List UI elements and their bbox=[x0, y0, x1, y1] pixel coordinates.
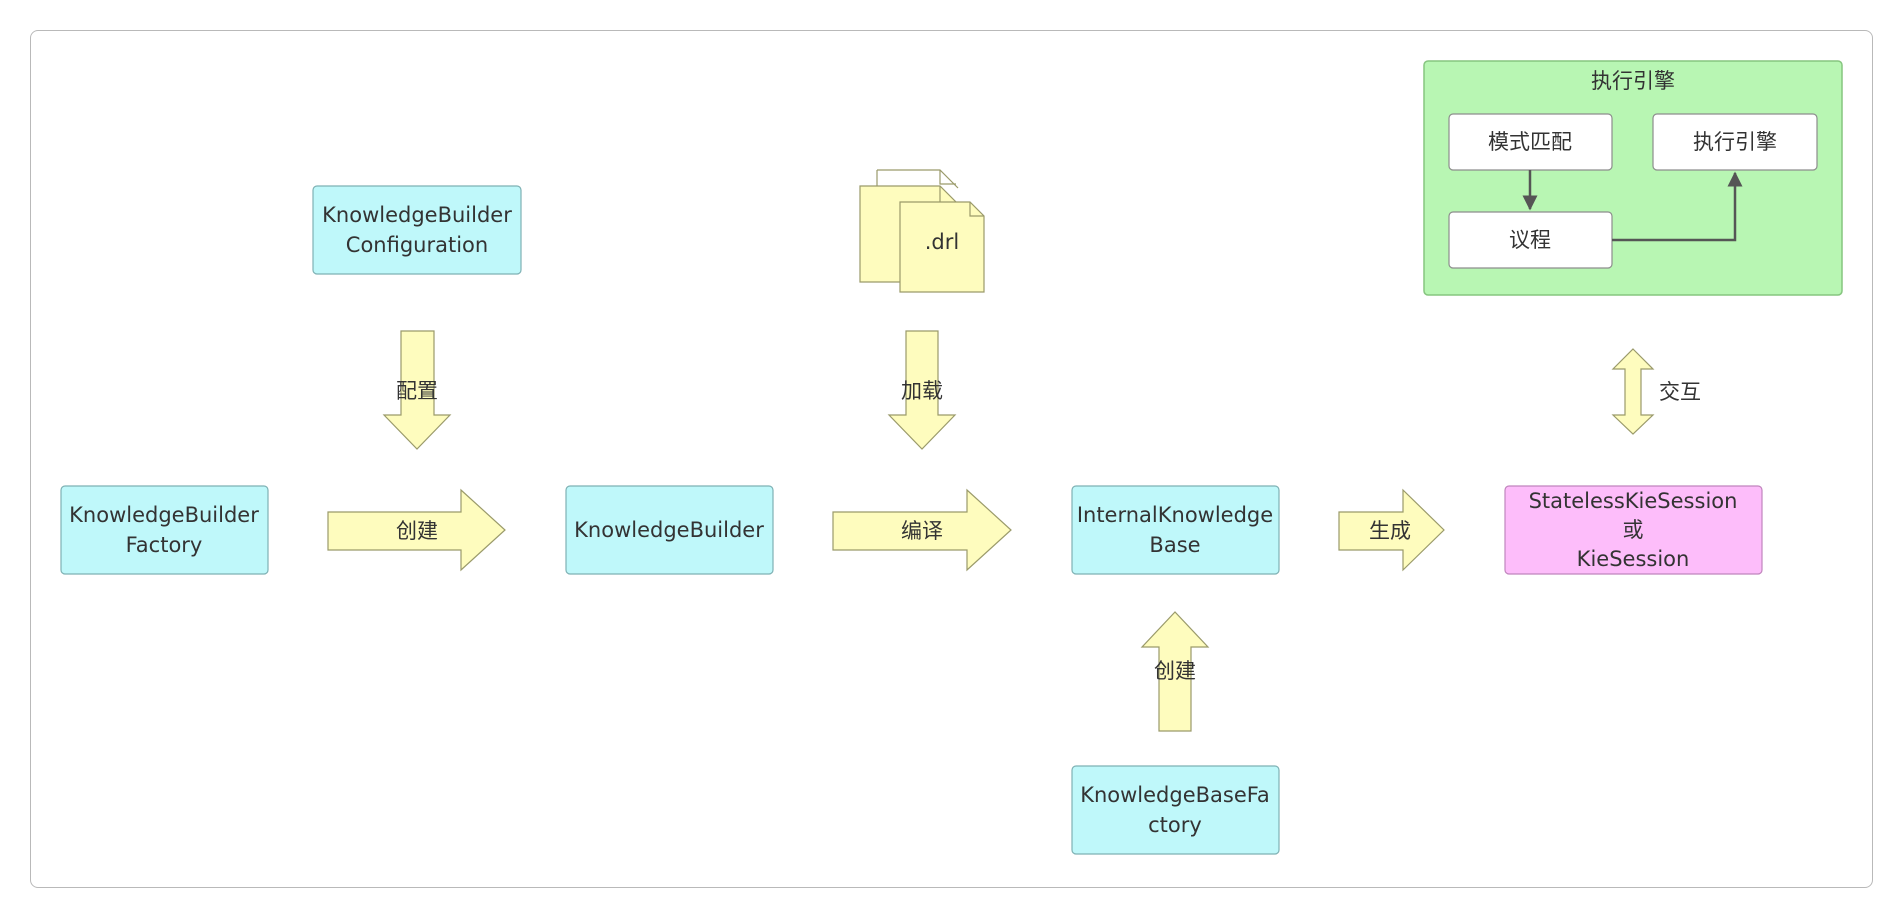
session-line-3: KieSession bbox=[1577, 547, 1690, 571]
kb-factory-node[interactable]: KnowledgeBuilder Factory bbox=[60, 485, 269, 575]
internal-kbase-line-2: Base bbox=[1149, 533, 1200, 557]
session-line-2: 或 bbox=[1623, 518, 1644, 542]
pattern-match-label: 模式匹配 bbox=[1488, 130, 1572, 154]
agenda-label: 议程 bbox=[1509, 228, 1551, 252]
diagram-frame bbox=[30, 30, 1873, 888]
execution-engine-group: 执行引擎 模式匹配 执行引擎 议程 bbox=[1423, 60, 1843, 296]
compile-arrow: 编译 bbox=[832, 488, 1012, 572]
pattern-match-node[interactable]: 模式匹配 bbox=[1448, 113, 1613, 171]
interact-arrow: 交互 bbox=[1611, 348, 1701, 435]
generate-arrow-label: 生成 bbox=[1369, 519, 1411, 543]
create-kbase-arrow-label: 创建 bbox=[1154, 659, 1196, 683]
configure-arrow: 配置 bbox=[382, 330, 452, 450]
agenda-node[interactable]: 议程 bbox=[1448, 211, 1613, 269]
exec-engine-node[interactable]: 执行引擎 bbox=[1652, 113, 1818, 171]
load-arrow: 加载 bbox=[887, 330, 957, 450]
drl-label: .drl bbox=[925, 230, 959, 254]
knowledge-builder-node[interactable]: KnowledgeBuilder bbox=[565, 485, 774, 575]
group-title: 执行引擎 bbox=[1591, 69, 1675, 93]
kb-config-line-2: Configuration bbox=[346, 233, 488, 257]
session-node[interactable]: StatelessKieSession 或 KieSession bbox=[1504, 485, 1763, 575]
kb-factory-line-2: Factory bbox=[126, 533, 203, 557]
kbase-factory-node[interactable]: KnowledgeBaseFa ctory bbox=[1071, 765, 1280, 855]
create-builder-arrow-label: 创建 bbox=[396, 519, 438, 543]
session-line-1: StatelessKieSession bbox=[1529, 489, 1738, 513]
interact-arrow-label: 交互 bbox=[1659, 380, 1701, 404]
kb-config-line-1: KnowledgeBuilder bbox=[322, 203, 512, 227]
kbase-factory-line-2: ctory bbox=[1148, 813, 1202, 837]
kb-factory-line-1: KnowledgeBuilder bbox=[69, 503, 259, 527]
agenda-to-engine-connector bbox=[1612, 171, 1743, 242]
kbase-factory-line-1: KnowledgeBaseFa bbox=[1080, 783, 1270, 807]
configure-arrow-label: 配置 bbox=[396, 379, 438, 403]
internal-kbase-node[interactable]: InternalKnowledge Base bbox=[1071, 485, 1280, 575]
internal-kbase-line-1: InternalKnowledge bbox=[1077, 503, 1273, 527]
compile-arrow-label: 编译 bbox=[901, 519, 943, 543]
drl-file-icon: .drl bbox=[859, 169, 985, 293]
knowledge-builder-label: KnowledgeBuilder bbox=[574, 518, 764, 542]
load-arrow-label: 加载 bbox=[901, 379, 943, 403]
create-builder-arrow: 创建 bbox=[327, 488, 506, 572]
generate-arrow: 生成 bbox=[1338, 488, 1445, 572]
create-kbase-arrow: 创建 bbox=[1140, 611, 1210, 732]
kb-config-node[interactable]: KnowledgeBuilder Configuration bbox=[312, 185, 522, 275]
exec-engine-label: 执行引擎 bbox=[1693, 130, 1777, 154]
